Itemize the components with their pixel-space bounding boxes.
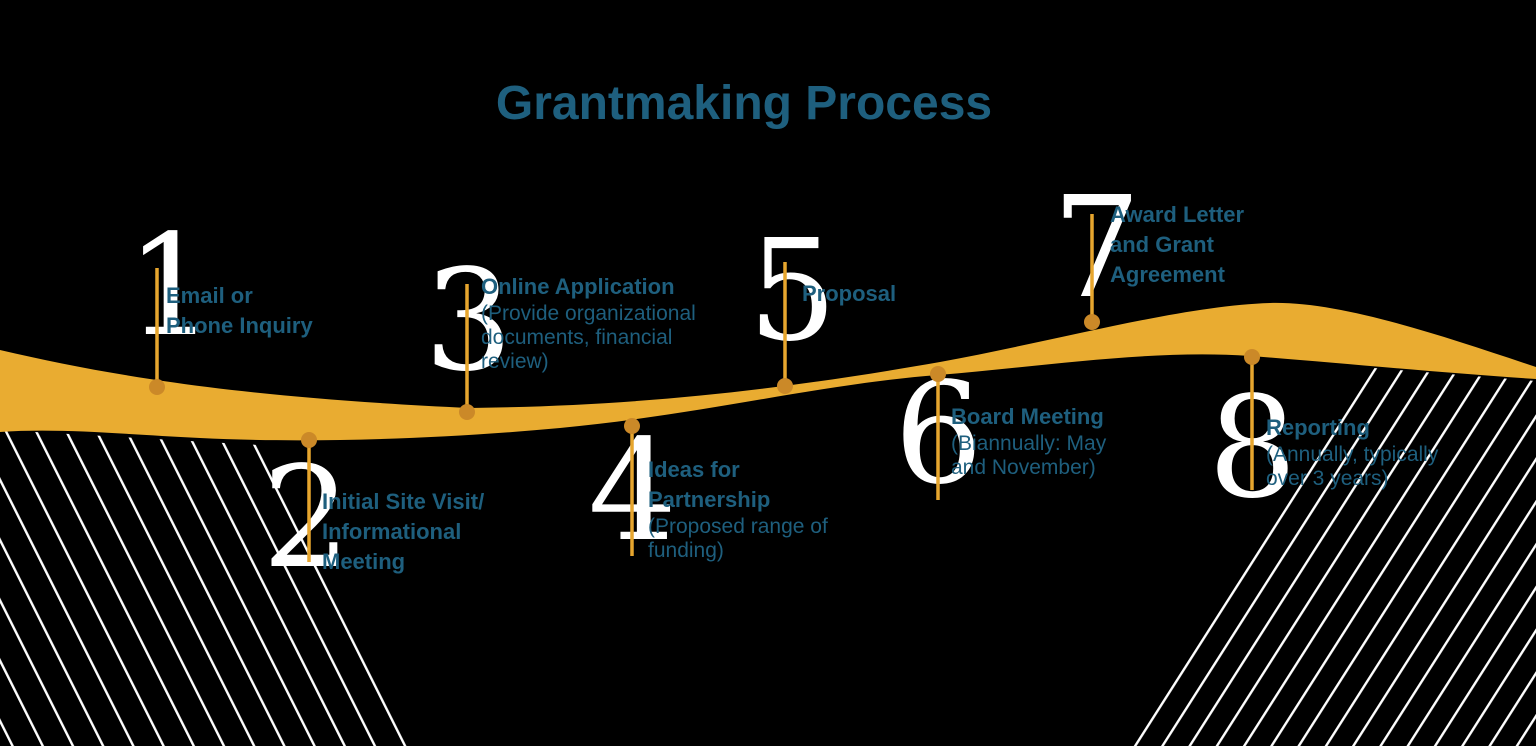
step-3-label: Online Application (Provide organization…: [481, 272, 696, 374]
step-1-marker-dot: [149, 379, 165, 395]
step-8-marker-dot: [1244, 349, 1260, 365]
step-2-title-line: Meeting: [322, 549, 406, 574]
step-2-marker-dot: [301, 432, 317, 448]
step-7-marker-dot: [1084, 314, 1100, 330]
step-5-title-line: Proposal: [802, 281, 897, 306]
step-5-marker-dot: [777, 378, 793, 394]
step-3-detail-line: review): [481, 350, 549, 373]
step-3-marker-dot: [459, 404, 475, 420]
step-4-detail-line: funding): [648, 539, 724, 562]
step-1-title-line: Email or: [166, 283, 253, 308]
step-1-title-line: Phone Inquiry: [166, 313, 313, 338]
step-7-title-line: Agreement: [1110, 262, 1225, 287]
ribbon-band: [0, 302, 1536, 441]
step-6-detail-line: and November): [951, 456, 1096, 479]
step-2-title-line: Initial Site Visit/: [322, 489, 485, 514]
step-4-label: Ideas for Partnership (Proposed range of…: [648, 455, 828, 563]
step-3-detail-line: documents, financial: [481, 326, 673, 349]
step-6-detail-line: (Biannually: May: [951, 432, 1107, 455]
step-8-label: Reporting (Annually, typically over 3 ye…: [1266, 413, 1438, 491]
step-8-detail-line: over 3 years): [1266, 467, 1389, 490]
step-1-numeral: 1: [126, 205, 216, 368]
step-4-marker-dot: [624, 418, 640, 434]
step-4-detail-line: (Proposed range of: [648, 515, 828, 538]
step-6-marker-dot: [930, 366, 946, 382]
step-2-numeral: 2: [262, 437, 352, 600]
step-8-title-line: Reporting: [1266, 415, 1370, 440]
step-3-detail-line: (Provide organizational: [481, 302, 696, 325]
step-4-title-line: Partnership: [648, 487, 771, 512]
step-6-title-line: Board Meeting: [951, 404, 1104, 429]
step-7-title-line: Award Letter: [1110, 202, 1245, 227]
step-7-numeral: 7: [1052, 167, 1142, 330]
step-1-label: Email or Phone Inquiry: [166, 281, 313, 341]
hatch-bottom-left: [0, 430, 427, 746]
step-6-label: Board Meeting (Biannually: May and Novem…: [951, 402, 1106, 480]
step-5-numeral: 5: [748, 210, 838, 373]
step-7-title-line: and Grant: [1110, 232, 1214, 257]
step-7-label: Award Letter and Grant Agreement: [1110, 200, 1244, 290]
page-title: Grantmaking Process: [495, 77, 993, 130]
hatch-bottom-right: [1131, 368, 1536, 746]
step-5-label: Proposal: [802, 279, 896, 309]
step-8-detail-line: (Annually, typically: [1266, 443, 1439, 466]
step-4-title-line: Ideas for: [648, 457, 740, 482]
step-2-label: Initial Site Visit/ Informational Meetin…: [322, 487, 484, 577]
step-3-title-line: Online Application: [481, 274, 675, 299]
step-2-title-line: Informational: [322, 519, 462, 544]
